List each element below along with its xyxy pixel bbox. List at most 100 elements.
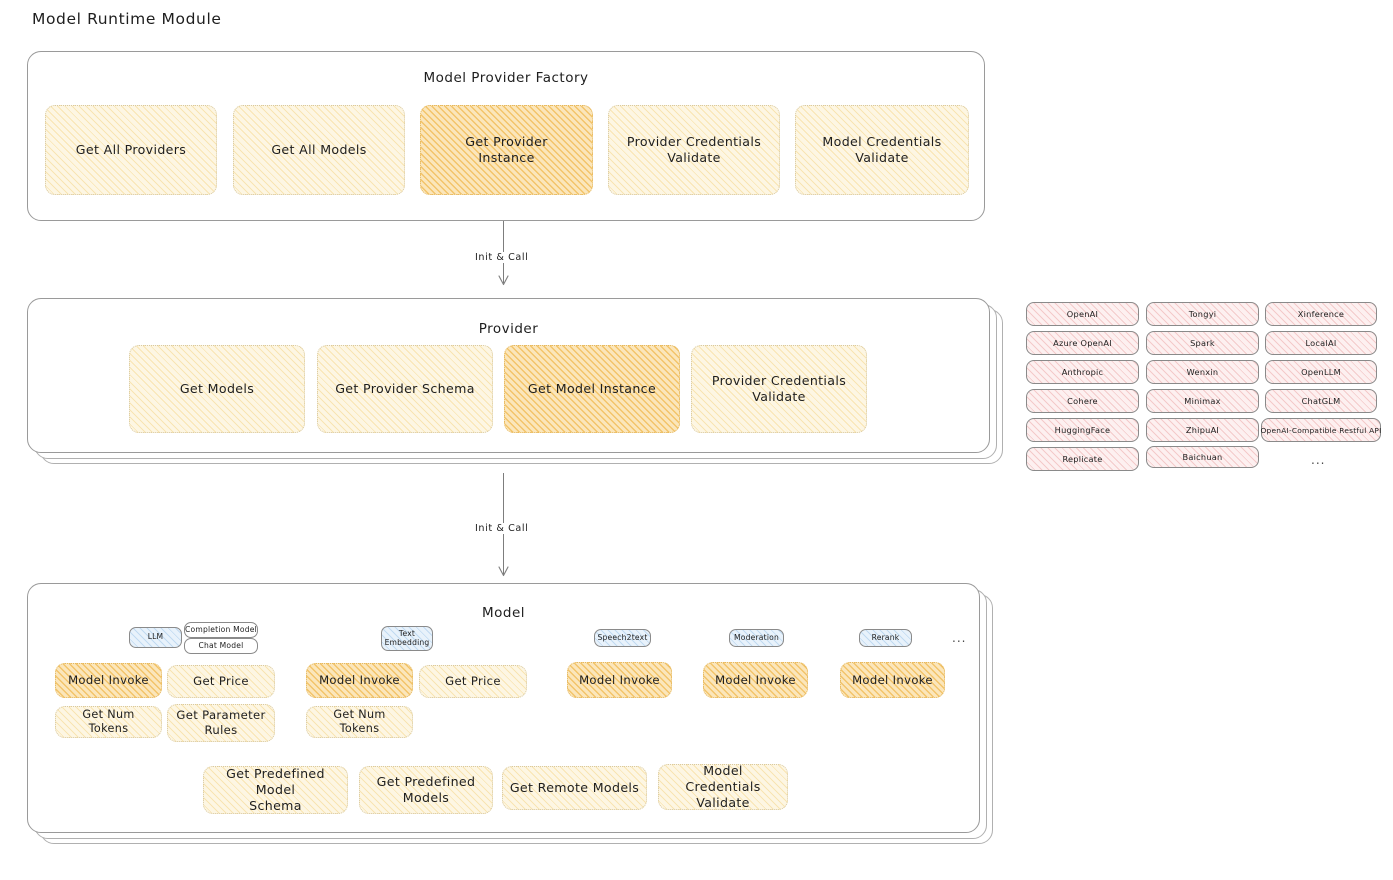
factory-node-label: Model Credentials Validate [822, 133, 942, 165]
provider-chip-minimax[interactable]: Minimax [1146, 389, 1259, 413]
provider-chip-label: OpenLLM [1301, 367, 1341, 377]
provider-chip-label: ChatGLM [1301, 396, 1341, 406]
provider-node-label: Get Model Instance [527, 380, 657, 396]
model-type-badge-label: Rerank [871, 632, 900, 642]
provider-node-label: Get Provider Schema [335, 380, 475, 396]
provider-chip-label: Replicate [1062, 454, 1103, 464]
provider-title: Provider [478, 321, 539, 337]
provider-chip-label: Minimax [1184, 396, 1221, 406]
node-label: Get Predefined Models [376, 773, 476, 805]
provider-node-label: Provider Credentials Validate [711, 372, 847, 404]
provider-chip-spark[interactable]: Spark [1146, 331, 1259, 355]
model-subtype-badge-chat-model[interactable]: Chat Model [184, 638, 258, 654]
text-embedding-node-get-price[interactable]: Get Price [419, 665, 527, 698]
llm-node-get-price[interactable]: Get Price [167, 665, 275, 698]
speech2text-node-model-invoke[interactable]: Model Invoke [567, 662, 672, 698]
model-node-get-predefined-models[interactable]: Get Predefined Models [359, 766, 493, 814]
node-label: Model Invoke [715, 672, 796, 687]
provider-chip-label: Baichuan [1182, 452, 1223, 462]
provider-chip-label: Wenxin [1186, 367, 1219, 377]
provider-chip-openllm[interactable]: OpenLLM [1265, 360, 1377, 384]
provider-chip-chatglm[interactable]: ChatGLM [1265, 389, 1377, 413]
provider-chip-azure-openai[interactable]: Azure OpenAI [1026, 331, 1139, 355]
provider-chip-huggingface[interactable]: HuggingFace [1026, 418, 1139, 442]
model-type-badge-label: LLM [147, 632, 164, 642]
provider-chip-label: Tongyi [1188, 309, 1217, 319]
provider-chip-openai-compatible-restful-api[interactable]: OpenAI-Compatible Restful API [1260, 418, 1382, 442]
provider-list-more-ellipsis: ... [1311, 453, 1326, 467]
arrow-label-init-call-1: Init & Call [471, 252, 533, 263]
factory-node-get-provider-instance[interactable]: Get Provider Instance [420, 105, 593, 195]
model-subtype-badge-completion-model[interactable]: Completion Model [184, 622, 258, 638]
model-type-badge-rerank[interactable]: Rerank [859, 629, 912, 647]
provider-chip-label: Anthropic [1061, 367, 1104, 377]
model-type-badge-speech2text[interactable]: Speech2text [594, 629, 651, 647]
llm-node-model-invoke[interactable]: Model Invoke [55, 663, 162, 698]
factory-node-get-all-models[interactable]: Get All Models [233, 105, 405, 195]
provider-chip-baichuan[interactable]: Baichuan [1146, 446, 1259, 468]
factory-node-model-credentials-validate[interactable]: Model Credentials Validate [795, 105, 969, 195]
provider-chip-cohere[interactable]: Cohere [1026, 389, 1139, 413]
provider-node-get-provider-schema[interactable]: Get Provider Schema [317, 345, 493, 433]
model-node-get-predefined-model-schema[interactable]: Get Predefined Model Schema [203, 766, 348, 814]
arrow-factory-to-provider-head [498, 275, 509, 286]
node-label: Get Price [445, 674, 501, 689]
node-label: Model Invoke [579, 672, 660, 687]
factory-node-label: Get All Providers [75, 141, 187, 157]
llm-node-get-parameter-rules[interactable]: Get Parameter Rules [167, 704, 275, 742]
model-type-badge-llm[interactable]: LLM [129, 627, 182, 648]
model-provider-factory-title: Model Provider Factory [423, 70, 589, 86]
model-title: Model [481, 605, 526, 621]
node-label: Model Invoke [852, 672, 933, 687]
arrow-label-init-call-2: Init & Call [471, 523, 533, 534]
factory-node-label: Provider Credentials Validate [626, 133, 762, 165]
provider-node-get-models[interactable]: Get Models [129, 345, 305, 433]
moderation-node-model-invoke[interactable]: Model Invoke [703, 662, 808, 698]
model-node-get-remote-models[interactable]: Get Remote Models [502, 766, 647, 810]
provider-chip-label: HuggingFace [1054, 425, 1111, 435]
provider-chip-localai[interactable]: LocalAI [1265, 331, 1377, 355]
provider-chip-label: OpenAI [1066, 309, 1099, 319]
model-types-more-ellipsis: ... [952, 631, 967, 645]
provider-chip-label: Azure OpenAI [1053, 338, 1112, 348]
text-embedding-node-model-invoke[interactable]: Model Invoke [306, 663, 413, 698]
provider-chip-openai[interactable]: OpenAI [1026, 302, 1139, 326]
provider-chip-label: ZhipuAI [1185, 425, 1220, 435]
provider-chip-replicate[interactable]: Replicate [1026, 447, 1139, 471]
model-subtype-badge-label: Chat Model [198, 640, 244, 650]
llm-node-get-num-tokens[interactable]: Get Num Tokens [55, 706, 162, 738]
model-type-badge-label: Speech2text [597, 632, 648, 642]
provider-node-provider-credentials-validate[interactable]: Provider Credentials Validate [691, 345, 867, 433]
provider-chip-label: LocalAI [1305, 338, 1337, 348]
node-label: Get Num Tokens [333, 707, 386, 735]
factory-node-get-all-providers[interactable]: Get All Providers [45, 105, 217, 195]
arrow-provider-to-model-head [498, 566, 509, 577]
node-label: Get Remote Models [509, 779, 640, 795]
provider-chip-zhipuai[interactable]: ZhipuAI [1146, 418, 1259, 442]
factory-node-label: Get Provider Instance [465, 133, 548, 165]
provider-node-get-model-instance[interactable]: Get Model Instance [504, 345, 680, 433]
factory-node-provider-credentials-validate[interactable]: Provider Credentials Validate [608, 105, 780, 195]
rerank-node-model-invoke[interactable]: Model Invoke [840, 662, 945, 698]
model-type-badge-moderation[interactable]: Moderation [729, 629, 784, 647]
node-label: Get Num Tokens [82, 707, 135, 735]
provider-chip-tongyi[interactable]: Tongyi [1146, 302, 1259, 326]
provider-chip-xinference[interactable]: Xinference [1265, 302, 1377, 326]
model-type-badge-label: Text Embedding [384, 628, 430, 647]
node-label: Model Invoke [319, 673, 400, 688]
provider-chip-label: Cohere [1067, 396, 1098, 406]
model-type-badge-text-embedding[interactable]: Text Embedding [381, 626, 433, 651]
provider-chip-anthropic[interactable]: Anthropic [1026, 360, 1139, 384]
provider-chip-label: OpenAI-Compatible Restful API [1260, 425, 1382, 435]
node-label: Get Predefined Model Schema [226, 765, 325, 814]
text-embedding-node-get-num-tokens[interactable]: Get Num Tokens [306, 706, 413, 738]
factory-node-label: Get All Models [271, 141, 367, 157]
provider-node-label: Get Models [179, 380, 255, 396]
node-label: Model Invoke [68, 673, 149, 688]
model-node-model-credentials-validate[interactable]: Model Credentials Validate [658, 762, 788, 811]
provider-chip-label: Spark [1190, 338, 1215, 348]
node-label: Model Credentials Validate [685, 762, 761, 811]
provider-chip-wenxin[interactable]: Wenxin [1146, 360, 1259, 384]
node-label: Get Parameter Rules [176, 708, 266, 737]
